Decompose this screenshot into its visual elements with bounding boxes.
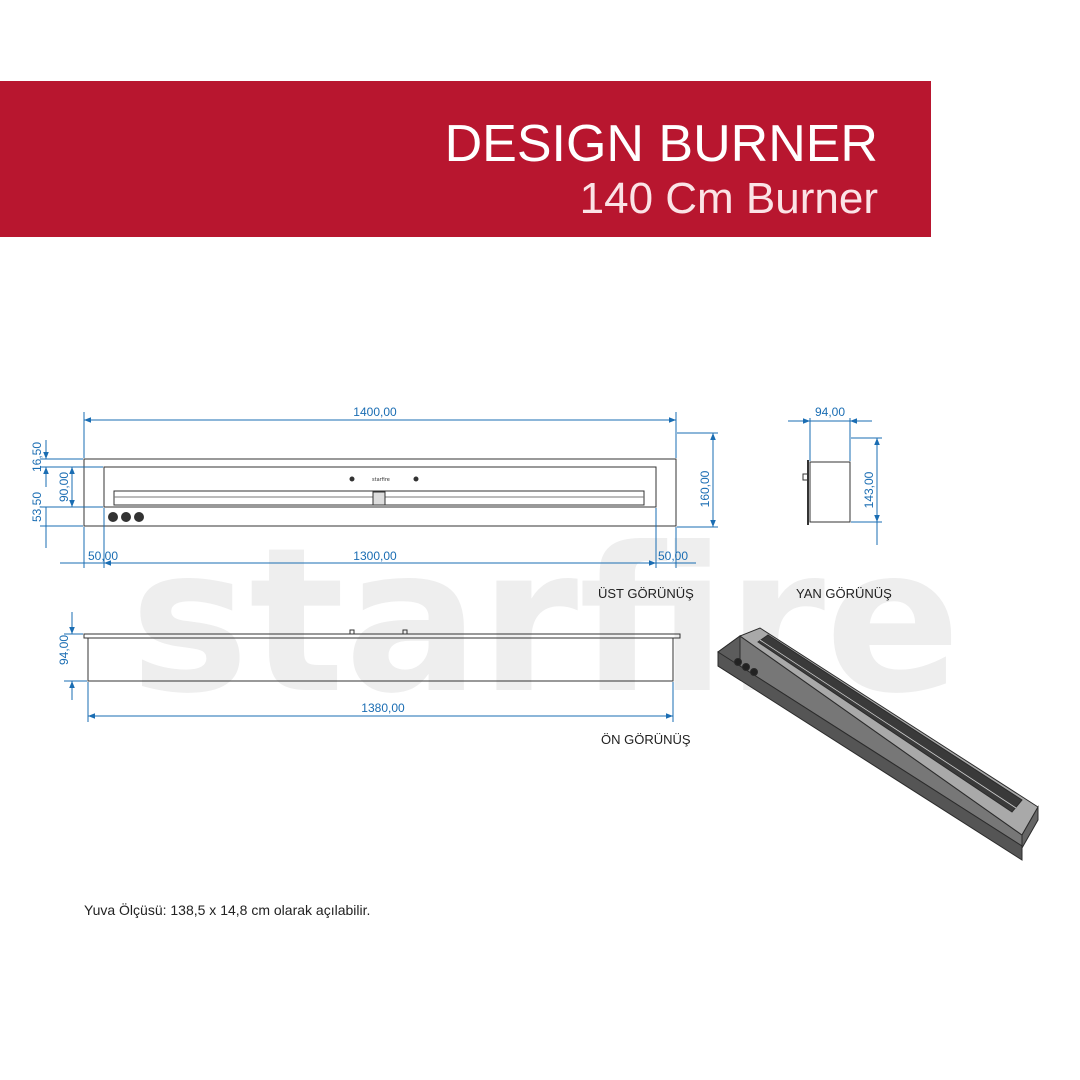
dim-inner-width: 1300,00	[353, 549, 397, 563]
dim-front-height: 94,00	[57, 635, 71, 665]
front-view-pin	[402, 629, 408, 635]
iso-knob-icon	[742, 663, 750, 671]
dim-top-offset: 16,50	[30, 442, 44, 472]
screw-dot	[349, 476, 355, 482]
product-title: DESIGN BURNER	[444, 115, 878, 173]
iso-burner-slot	[757, 634, 1023, 813]
top-view-dimensions	[40, 412, 718, 568]
control-knob-icon	[134, 512, 144, 522]
front-view-label: ÖN GÖRÜNÜŞ	[601, 732, 691, 747]
product-subtitle: 140 Cm Burner	[579, 174, 878, 223]
top-view-outline	[83, 458, 677, 527]
top-view-inner-frame	[103, 466, 657, 508]
dim-left-margin: 50,00	[88, 549, 118, 563]
side-view-dimensions	[788, 418, 882, 545]
side-view-label: YAN GÖRÜNÜŞ	[796, 586, 892, 601]
side-view-knob	[802, 473, 809, 481]
dim-side-height: 143,00	[862, 471, 876, 508]
iso-knob-icon	[734, 658, 742, 666]
front-view	[83, 629, 681, 682]
dim-bottom-offset: 53,50	[30, 492, 44, 522]
title-banner	[0, 81, 931, 237]
dim-mid-height: 90,00	[57, 472, 71, 502]
center-latch	[372, 491, 386, 506]
control-knob-icon	[121, 512, 131, 522]
dim-overall-depth: 160,00	[698, 470, 712, 507]
dim-front-width: 1380,00	[361, 701, 405, 715]
top-view-label: ÜST GÖRÜNÜŞ	[598, 586, 694, 601]
dim-side-width: 94,00	[815, 405, 845, 419]
control-knob-icon	[108, 512, 118, 522]
dim-right-margin: 50,00	[658, 549, 688, 563]
front-view-pin	[349, 629, 355, 635]
opening-size-note: Yuva Ölçüsü: 138,5 x 14,8 cm olarak açıl…	[84, 902, 371, 918]
screw-dot	[413, 476, 419, 482]
side-view-body	[809, 461, 851, 523]
front-view-dimensions	[64, 612, 674, 722]
top-view	[83, 458, 677, 527]
front-view-body	[87, 637, 674, 682]
iso-knob-icon	[750, 668, 758, 676]
burner-logo: starfire	[372, 477, 390, 483]
dim-overall-width: 1400,00	[353, 405, 397, 419]
isometric-view	[717, 627, 1039, 861]
side-view	[802, 460, 851, 525]
